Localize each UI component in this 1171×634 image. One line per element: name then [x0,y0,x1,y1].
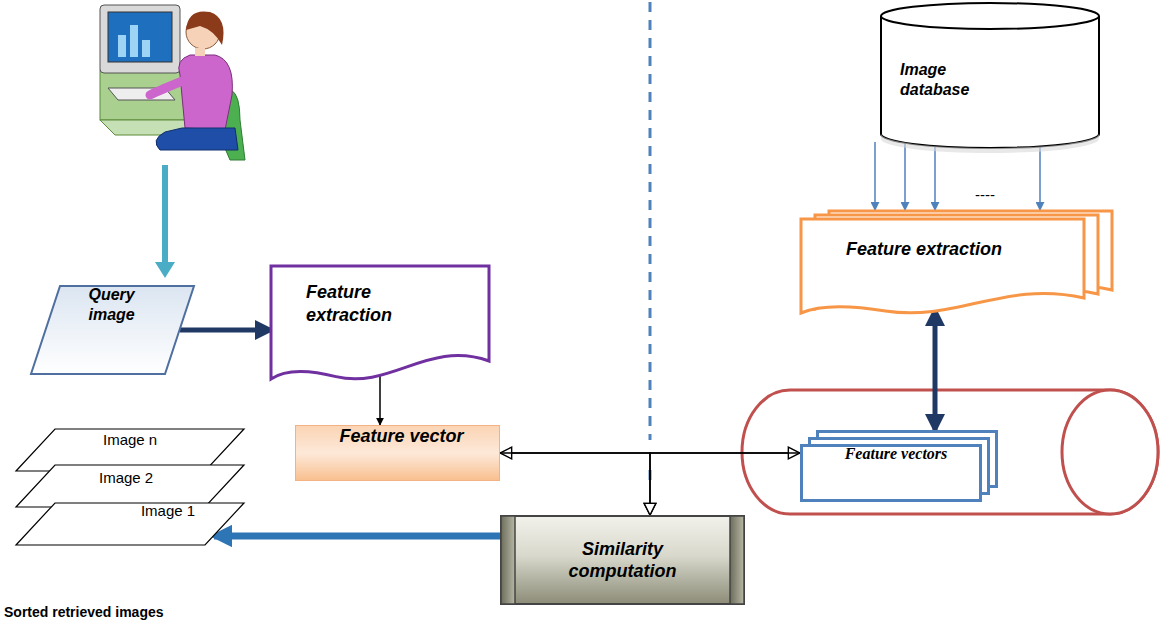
result-image: Image 1 [15,502,245,546]
node-label: Image n [103,431,157,450]
connector-line [379,373,381,425]
connector [500,453,650,515]
connector-line [650,453,800,515]
connector [180,330,271,331]
connector-line [1039,142,1041,210]
connector-line [874,142,876,210]
process-scroll: Similarity computation [500,515,745,605]
connector-line [214,533,500,540]
process-document: Feature extraction [270,265,490,385]
node-label: Feature extraction [846,238,1002,261]
connector-line [904,142,906,210]
node-label: Query image [89,285,169,325]
database-cylinder: Image database [880,2,1100,148]
node-label: Image database [900,60,980,100]
ellipsis-label: ---- [975,186,995,203]
node-label: Similarity computation [563,538,683,583]
feature-vector-box: Feature vector [295,425,500,481]
node-label: Feature vector [339,425,463,448]
connector-line [934,142,936,210]
connector [650,453,800,515]
result-image: Image 2 [15,464,245,508]
process-document-outline [270,265,490,385]
caption-label: Sorted retrieved images [4,604,164,620]
node-label: Image 2 [99,469,153,488]
feature-vectors-box: Feature vectors [800,444,982,502]
query-parallelogram: Query image [30,285,195,375]
connector [214,536,500,537]
connector-line [933,310,938,430]
process-document-outline [800,218,1085,318]
process-scroll-outline [500,515,745,605]
process-document: Feature extraction [800,218,1085,318]
node-label: Image 1 [141,502,195,521]
connector-line [500,453,650,515]
connector [380,373,381,425]
result-image-outline [15,502,245,546]
connector-line [180,328,271,333]
node-label: Feature vectors [845,444,948,464]
connector [935,310,936,430]
node-label: Feature extraction [306,281,416,326]
